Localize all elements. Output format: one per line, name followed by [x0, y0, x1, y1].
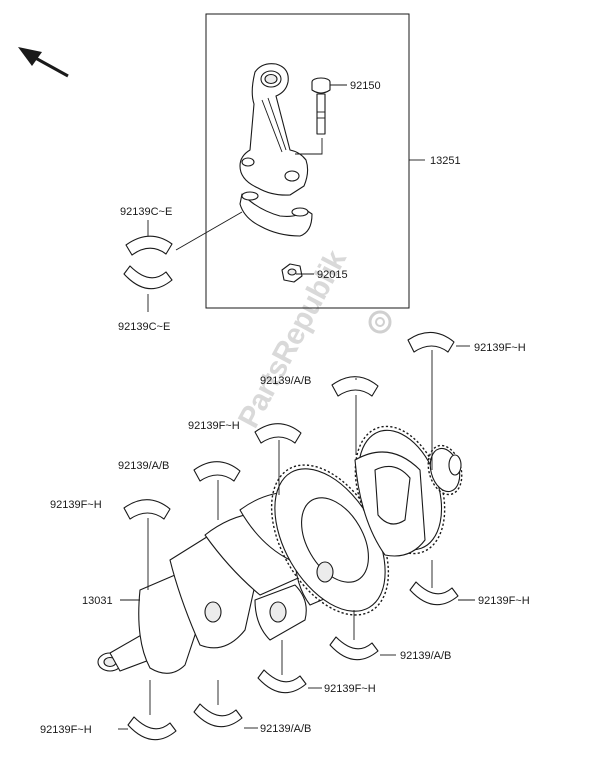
label-92139f-h-5: 92139F~H	[324, 683, 376, 695]
bearing-shell	[127, 716, 177, 741]
watermark: PartsRepublik	[232, 245, 392, 433]
label-13251: 13251	[430, 155, 461, 167]
label-92150: 92150	[350, 80, 381, 92]
label-92139f-h-2: 92139F~H	[188, 420, 240, 432]
label-92139c-e-upper: 92139C~E	[120, 206, 172, 218]
label-92015: 92015	[317, 269, 348, 281]
bearing-shell	[193, 703, 243, 728]
bearing-shell	[193, 461, 241, 482]
con-rod-bearing-lower	[123, 265, 173, 290]
main-bearing-shells	[123, 331, 459, 741]
label-92139f-h-4: 92139F~H	[478, 595, 530, 607]
connecting-rod-cap	[239, 191, 313, 237]
label-92139ab-1: 92139/A/B	[260, 375, 311, 387]
label-92139ab-4: 92139/A/B	[260, 723, 311, 735]
bearing-shell	[331, 376, 379, 397]
leader-lines	[118, 84, 475, 730]
label-92139ab-3: 92139/A/B	[400, 650, 451, 662]
con-rod-assembly-box	[205, 13, 410, 309]
bearing-shell	[329, 636, 379, 661]
label-92139ab-2: 92139/A/B	[118, 460, 169, 472]
bearing-shell	[407, 331, 455, 353]
bearing-shell	[409, 581, 459, 606]
label-92139f-h-3: 92139F~H	[50, 499, 102, 511]
bearing-shell	[257, 669, 307, 694]
connecting-rod	[239, 63, 309, 196]
con-rod-bolt	[311, 77, 331, 135]
con-rod-bearing-upper	[125, 235, 173, 256]
front-direction-arrow-icon	[18, 47, 69, 78]
crankshaft	[97, 425, 463, 674]
label-92139f-h-6: 92139F~H	[40, 724, 92, 736]
con-rod-nut	[281, 263, 303, 283]
bearing-shell	[123, 499, 171, 520]
label-92139f-h-1: 92139F~H	[474, 342, 526, 354]
label-13031: 13031	[82, 595, 113, 607]
bearing-shell	[254, 423, 302, 444]
part-labels: 92150 13251 92015 92139C~E 92139C~E 9213…	[40, 80, 530, 736]
label-92139c-e-lower: 92139C~E	[118, 321, 170, 333]
